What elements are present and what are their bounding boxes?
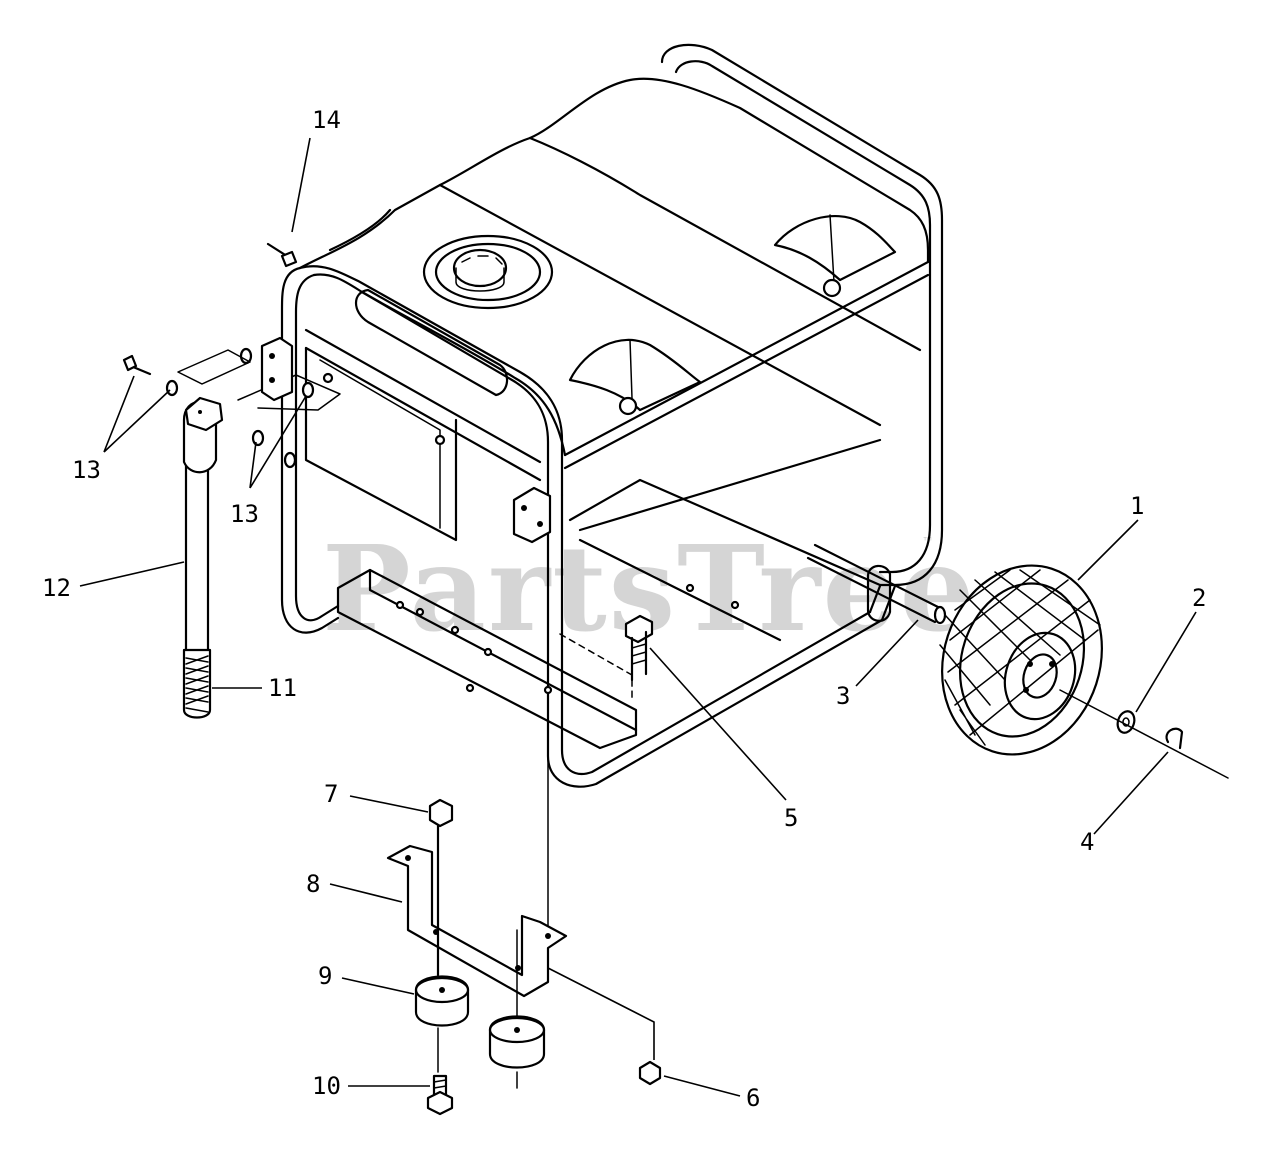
callout-6: 6	[746, 1084, 760, 1112]
callout-7: 7	[324, 780, 338, 808]
callout-13a: 13	[72, 456, 101, 484]
callout-labels: 1 2 3 4 5 6 7 8 9 10 11 12 13 13 14	[42, 106, 1206, 1112]
mount-part-9	[414, 975, 470, 1027]
mount-rear	[488, 929, 546, 1089]
callout-8: 8	[306, 870, 320, 898]
callout-1: 1	[1130, 492, 1144, 520]
nut-part-6	[638, 1060, 662, 1086]
callout-10: 10	[312, 1072, 341, 1100]
handle-part-12	[182, 396, 224, 652]
callout-4: 4	[1080, 828, 1094, 856]
fuel-tank	[298, 77, 930, 542]
base-rails	[336, 438, 882, 941]
bracket-part-8	[386, 844, 568, 998]
pin-part-14	[266, 242, 298, 268]
nut-part-7	[428, 798, 454, 977]
callout-5: 5	[784, 804, 798, 832]
callout-2: 2	[1192, 584, 1206, 612]
callout-13b: 13	[230, 500, 259, 528]
frame	[280, 43, 944, 788]
callout-14: 14	[312, 106, 341, 134]
hardware-part-13	[122, 336, 552, 544]
callout-9: 9	[318, 962, 332, 990]
bolt-part-5	[624, 614, 654, 682]
callout-11: 11	[268, 674, 297, 702]
axle-centerline	[1059, 689, 1229, 779]
callout-12: 12	[42, 574, 71, 602]
wheel-part-1	[939, 564, 1103, 756]
washer-part-2	[1116, 710, 1136, 734]
callout-3: 3	[836, 682, 850, 710]
bolt-part-10	[426, 1027, 454, 1116]
clip-part-4	[1165, 727, 1184, 750]
grip-part-11	[182, 648, 212, 719]
leader-lines	[79, 137, 1197, 1097]
